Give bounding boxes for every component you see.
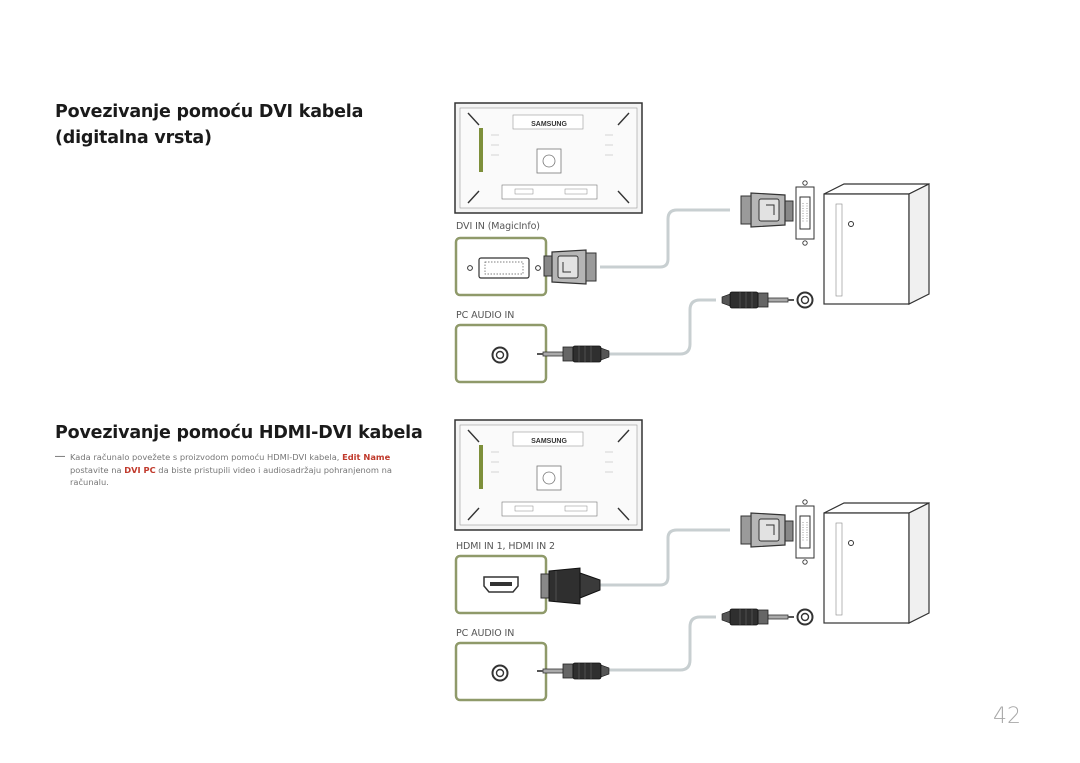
hdmi-dvi-note: ― Kada računalo povežete s proizvodom po… [55, 451, 420, 489]
note-text-2: postavite na [70, 464, 125, 475]
dvi-port-icon [467, 257, 541, 279]
note-highlight-dvi-pc: DVI PC [124, 464, 156, 475]
hdmi-dvi-cable [600, 528, 730, 587]
audio-jack-pc-1 [721, 291, 795, 309]
audio-jack-pc-2 [721, 608, 795, 626]
audio-port-icon-2 [491, 664, 509, 682]
pc-dvi-port-1 [795, 180, 815, 246]
dvi-plug-display-1 [543, 249, 597, 285]
note-text-3: da biste pristupili video i audiosadržaj… [70, 464, 392, 488]
dvi-in-label: DVI IN (MagicInfo) [456, 221, 540, 232]
note-text-1: Kada računalo povežete s proizvodom pomo… [70, 452, 343, 462]
pc-audio-in-label-1: PC AUDIO IN [456, 310, 515, 321]
audio-cable-1 [600, 298, 716, 356]
dvi-cable-1 [600, 208, 730, 269]
audio-jack-display-2 [536, 662, 610, 680]
audio-port-icon-1 [491, 346, 509, 364]
hdmi-in-label: HDMI IN 1, HDMI IN 2 [456, 541, 555, 552]
brand-label-1: SAMSUNG [531, 121, 567, 128]
pc-dvi-port-2 [795, 499, 815, 565]
page-number: 42 [993, 704, 1021, 729]
section-heading-hdmi-dvi: Povezivanje pomoću HDMI-DVI kabela [55, 423, 423, 443]
note-highlight-edit-name: Edit Name [342, 452, 391, 462]
audio-cable-2 [600, 615, 716, 672]
audio-jack-display-1 [536, 345, 610, 363]
dvi-plug-pc-2 [740, 512, 794, 548]
dvi-plug-pc-1 [740, 192, 794, 228]
pc-audio-in-label-2: PC AUDIO IN [456, 628, 515, 639]
pc-audio-port-2 [796, 608, 814, 626]
note-dash: ― [55, 451, 65, 462]
section-heading-dvi: Povezivanje pomoću DVI kabela (digitalna… [55, 102, 364, 148]
pc-audio-port-1 [796, 291, 814, 309]
hdmi-plug [540, 567, 601, 605]
hdmi-port-icon [483, 576, 519, 593]
display-panel-rear-2: SAMSUNG [454, 419, 643, 531]
brand-label-2: SAMSUNG [531, 438, 567, 445]
display-panel-rear-1: SAMSUNG [454, 102, 643, 214]
pc-tower-2 [823, 502, 930, 624]
pc-tower-1 [823, 183, 930, 305]
